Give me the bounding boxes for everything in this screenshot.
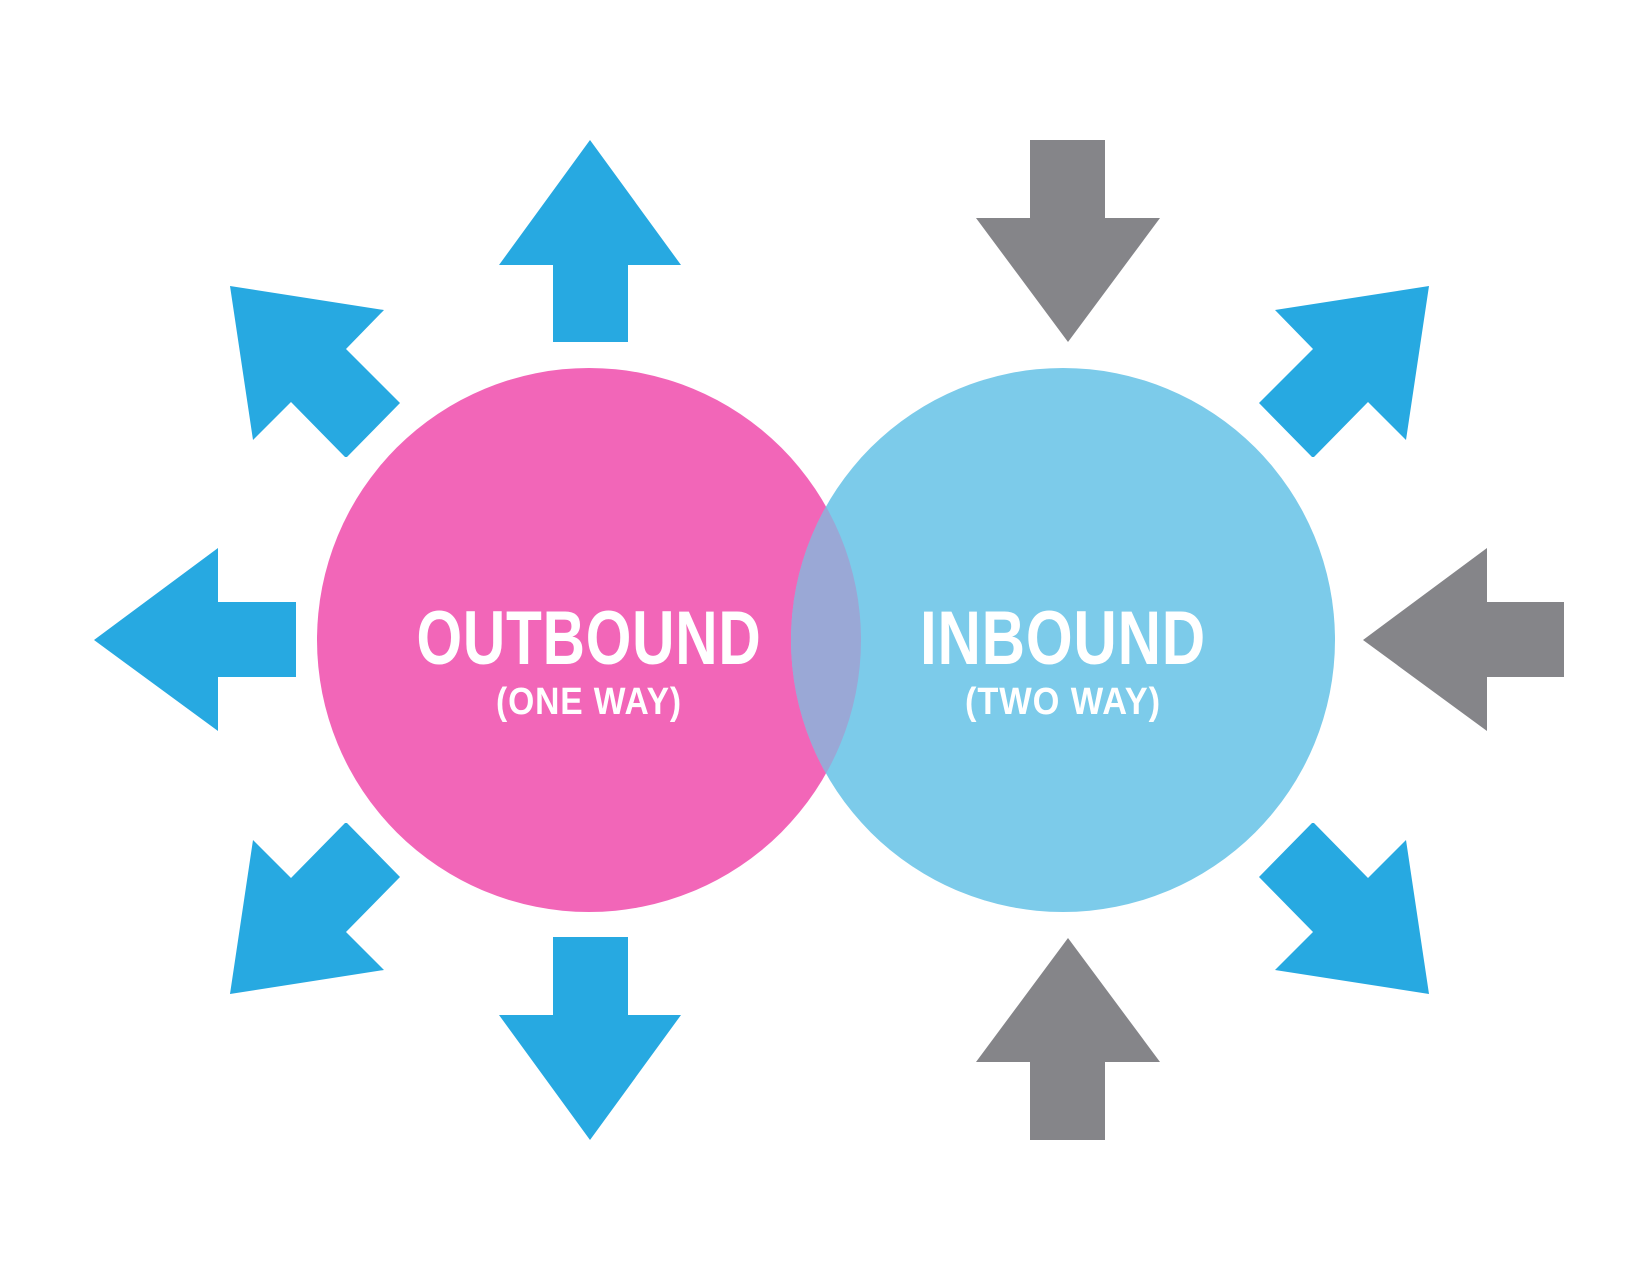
outbound-arrows bbox=[94, 140, 681, 1140]
inbound-title: INBOUND bbox=[920, 596, 1206, 681]
inbound-arrow-left-icon bbox=[1363, 548, 1564, 731]
inbound-arrow-up-icon bbox=[976, 938, 1160, 1140]
outbound-subtitle: (ONE WAY) bbox=[496, 681, 682, 723]
inbound-subtitle: (TWO WAY) bbox=[965, 681, 1161, 723]
inbound-arrow-down-icon bbox=[976, 140, 1160, 342]
inbound-arrow-down-right-icon bbox=[1259, 823, 1429, 994]
outbound-arrow-down-icon bbox=[499, 937, 681, 1140]
outbound-title: OUTBOUND bbox=[417, 596, 762, 681]
inbound-arrow-up-right-icon bbox=[1259, 286, 1429, 457]
inbound-circle bbox=[791, 368, 1335, 912]
outbound-arrow-left-icon bbox=[94, 548, 296, 731]
outbound-arrow-up-icon bbox=[499, 140, 681, 342]
inbound-arrows bbox=[976, 140, 1564, 1140]
outbound-circle bbox=[317, 368, 861, 912]
outbound-arrow-up-left-icon bbox=[230, 286, 400, 457]
outbound-arrow-down-left-icon bbox=[230, 823, 400, 994]
